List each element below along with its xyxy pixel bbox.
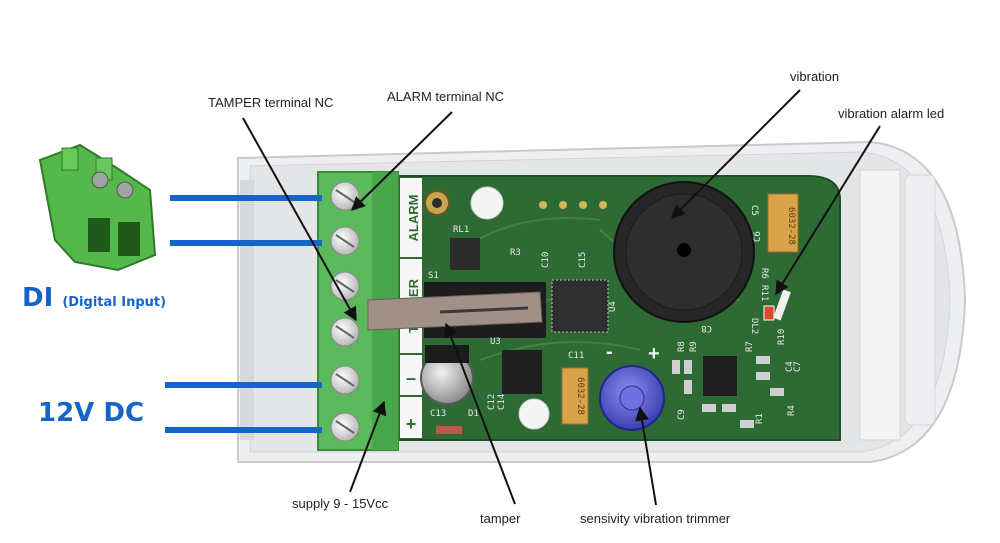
mark-c13: C13 [430,409,446,419]
wires [165,195,322,433]
mark-u3: U3 [490,337,501,347]
terminal-label-alarm: ALARM [406,195,421,242]
mark-r8: R8 [677,341,687,352]
mark-cap1: 6032-28 [786,207,796,245]
label-vibration: vibration [790,69,840,84]
mark-c8: C8 [701,323,712,333]
mark-r3: R3 [510,248,521,258]
callout-lines [242,89,881,506]
mark-c12: C12 [487,394,497,410]
mark-rl1: RL1 [453,225,469,235]
led [763,289,791,321]
mark-r4: R4 [787,405,797,416]
mark-r10: R10 [777,329,787,345]
terminal-label-plus: + [406,414,417,434]
mark-cap2: 6032-28 [575,377,585,415]
label-di-main: DI [22,283,54,313]
mark-r1: R1 [755,413,765,424]
terminal-label-minus: – [406,368,416,388]
label-alarm-terminal: ALARM terminal NC [387,89,505,104]
mark-c14: C14 [497,394,507,410]
label-vibration-led: vibration alarm led [838,106,945,121]
label-trimmer: sensivity vibration trimmer [580,511,731,526]
pcb-components: RL1 R3 C10 C15 S1 U4 6032-28 C5 C6 R6 R1… [420,181,803,434]
pads-row [539,201,607,209]
label-di-sub: (Digital Input) [62,295,167,310]
tamper-lever [367,291,543,331]
mark-dl2: DL2 [749,318,759,334]
label-power: 12V DC [38,398,145,428]
trimmer-component [599,365,665,431]
mark-d1: D1 [468,409,479,419]
mark-r6: R6 [759,268,769,279]
mark-s1: S1 [428,271,439,281]
label-di: DI (Digital Input) [22,283,166,313]
mark-u4: U4 [608,301,618,312]
mark-c9: C9 [677,409,687,420]
mark-c7: C7 [793,361,803,372]
mark-r9: R9 [689,341,699,352]
smd-parts [672,356,784,428]
plug-connector [38,143,157,272]
pcb-minus-mark: - [606,341,613,363]
mark-c4: C4 [785,361,795,372]
terminal-screws [330,181,360,442]
mark-r7: R7 [745,341,755,352]
mark-c11: C11 [568,351,584,361]
mark-c10: C10 [541,252,551,268]
mark-r11: R11 [759,285,769,301]
label-tamper: tamper [480,511,521,526]
label-supply: supply 9 - 15Vcc [292,496,389,511]
buzzer [613,181,755,323]
mark-c6: C6 [753,231,763,242]
mark-c15: C15 [578,252,588,268]
pcb-plus-mark: + [648,343,660,365]
mark-c5: C5 [749,205,759,216]
label-tamper-terminal: TAMPER terminal NC [208,95,334,110]
